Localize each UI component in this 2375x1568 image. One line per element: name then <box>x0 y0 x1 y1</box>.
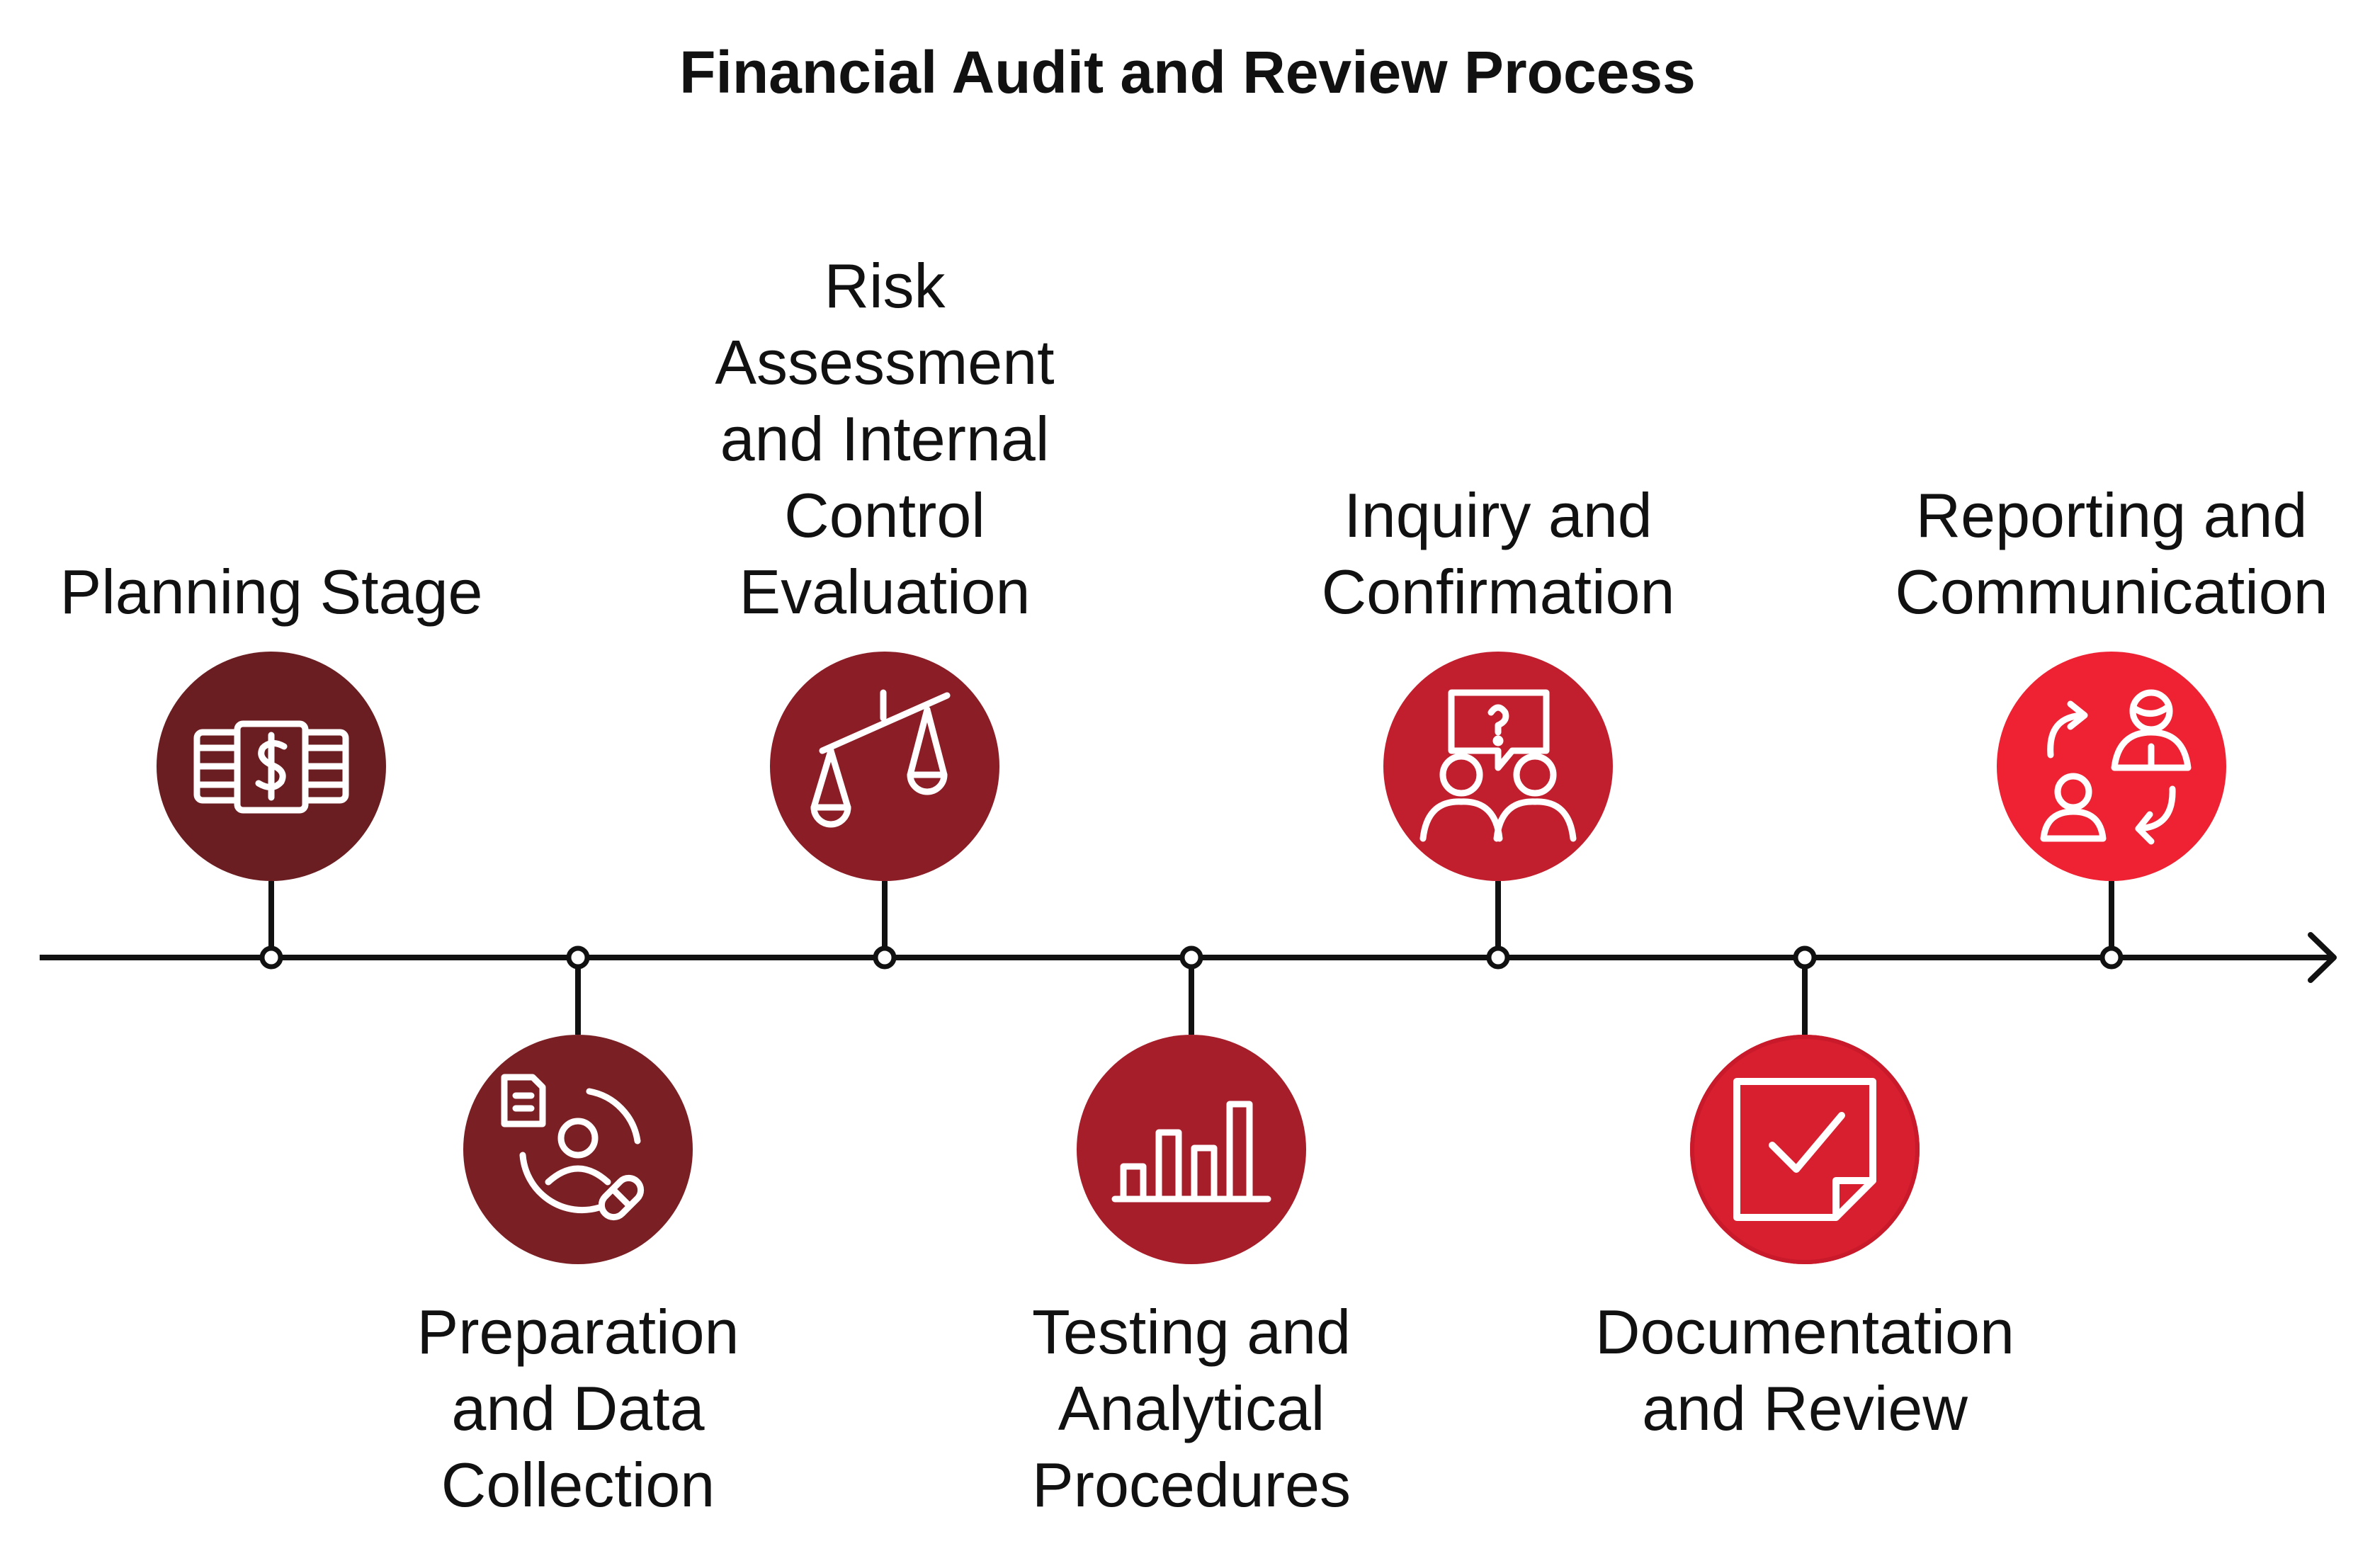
label-line: and Review <box>1642 1373 1968 1443</box>
timeline-node <box>1793 945 1817 970</box>
stage-planning-stage-circle <box>157 652 386 881</box>
label-line: Analytical <box>1058 1373 1325 1443</box>
timeline-node <box>1179 945 1203 970</box>
balance-scale-icon <box>810 689 951 828</box>
label-line: Risk <box>824 251 946 321</box>
timeline-node <box>873 945 897 970</box>
label-line: Assessment <box>715 327 1055 397</box>
stage-inquiry-and-confirmation-circle <box>1383 652 1613 881</box>
label-line: Preparation <box>416 1297 739 1367</box>
label-line: Communication <box>1895 557 2328 627</box>
label-line: Inquiry and <box>1344 480 1653 550</box>
timeline-node <box>566 945 590 970</box>
label-line: Documentation <box>1595 1297 2014 1367</box>
communication-exchange-icon <box>2040 689 2192 845</box>
label-line: and Data <box>451 1373 705 1443</box>
checked-note-icon <box>1733 1078 1876 1221</box>
stage-documentation-and-review-circle <box>1690 1035 1920 1264</box>
label-line: Planning Stage <box>59 557 483 627</box>
stage-risk-assessment-and-internal-control-evaluation-circle <box>770 652 999 881</box>
label-line: Testing and <box>1031 1297 1351 1367</box>
stage-preparation-and-data-collection-circle <box>463 1035 693 1264</box>
stage-reporting-and-communication-circle <box>1997 652 2226 881</box>
timeline-node <box>1486 945 1510 970</box>
timeline-node <box>259 945 283 970</box>
money-stack-icon <box>193 720 349 814</box>
label-line: Collection <box>441 1450 715 1520</box>
timeline-arrowhead <box>2308 932 2337 983</box>
label-line: Control <box>784 480 985 550</box>
label-line: Confirmation <box>1321 557 1675 627</box>
inquiry-people-icon <box>1419 689 1577 842</box>
stage-testing-and-analytical-procedures-circle <box>1077 1035 1306 1264</box>
label-line: Procedures <box>1031 1450 1351 1520</box>
data-collection-icon <box>501 1074 645 1221</box>
page-title: Financial Audit and Review Process <box>679 39 1696 106</box>
label-line: Evaluation <box>739 557 1031 627</box>
label-line: and Internal <box>720 404 1050 474</box>
bar-chart-icon <box>1111 1101 1271 1203</box>
label-line: Reporting and <box>1915 480 2308 550</box>
timeline-node <box>2099 945 2124 970</box>
stage-planning-stage-label: Planning Stage <box>23 554 519 630</box>
